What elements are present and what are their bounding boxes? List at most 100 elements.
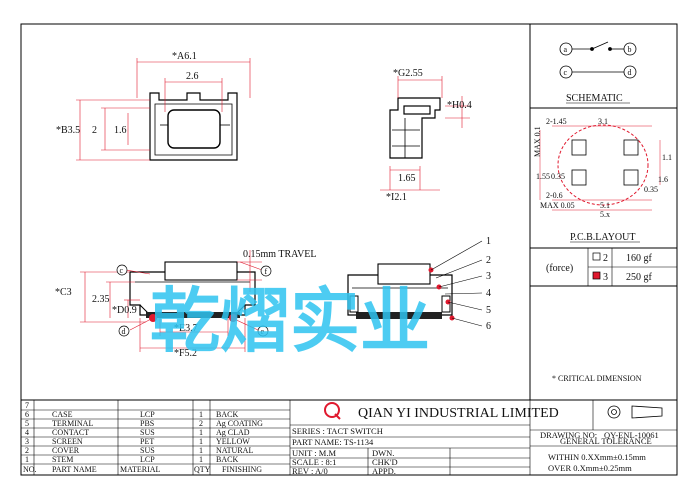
svg-text:1: 1 bbox=[199, 437, 203, 446]
company-name: QIAN YI INDUSTRIAL LIMITED bbox=[358, 406, 559, 421]
dim-16-label: 1.6 bbox=[114, 125, 127, 136]
node-c: c bbox=[564, 68, 568, 77]
svg-text:SUS: SUS bbox=[140, 428, 155, 437]
svg-text:PET: PET bbox=[140, 437, 154, 446]
appd-label: APPD. bbox=[372, 466, 396, 476]
pcb-d9: MAX 0.05 bbox=[540, 201, 575, 210]
force-value-250: 250 gf bbox=[626, 272, 653, 283]
pcb-layout-diagram bbox=[539, 124, 661, 211]
schematic-label: SCHEMATIC bbox=[566, 93, 623, 104]
callout-e: e bbox=[257, 325, 269, 337]
pcb-d5: 1.55 bbox=[536, 172, 550, 181]
tolerance-title: GENERAL TOLERANCE bbox=[560, 436, 652, 446]
dwn-label: DWN. bbox=[372, 448, 394, 458]
svg-text:SUS: SUS bbox=[140, 446, 155, 455]
svg-text:NO.: NO. bbox=[23, 465, 37, 474]
svg-text:1: 1 bbox=[199, 410, 203, 419]
svg-text:PART NAME: PART NAME bbox=[52, 465, 97, 474]
dim-d-label: *D0.9 bbox=[112, 305, 137, 316]
svg-text:7: 7 bbox=[25, 401, 29, 410]
series-label: SERIES : TACT SWITCH bbox=[292, 426, 383, 436]
svg-text:d: d bbox=[122, 327, 126, 336]
dim-235-label: 2.35 bbox=[92, 294, 110, 305]
callout-c: c bbox=[116, 264, 128, 276]
callout-d: d bbox=[118, 325, 130, 337]
svg-text:CONTACT: CONTACT bbox=[52, 428, 89, 437]
pcb-d10: 5.1 bbox=[600, 201, 610, 210]
svg-text:1: 1 bbox=[25, 455, 29, 464]
pcb-d6: 0.35 bbox=[551, 172, 565, 181]
force-table bbox=[587, 248, 677, 286]
force-value-160: 160 gf bbox=[626, 253, 653, 264]
drawing-no-value: QY-ENL-10061 bbox=[604, 430, 659, 440]
svg-text:CASE: CASE bbox=[52, 410, 73, 419]
svg-text:2: 2 bbox=[25, 446, 29, 455]
node-a: a bbox=[564, 45, 568, 54]
travel-label: 0.15mm TRAVEL bbox=[243, 249, 317, 260]
front-view bbox=[149, 92, 238, 161]
svg-text:QTY: QTY bbox=[194, 465, 211, 474]
unit-label: UNIT : M.M bbox=[292, 448, 336, 458]
svg-text:e: e bbox=[261, 327, 265, 336]
callout-1: 1 bbox=[486, 236, 491, 247]
critical-dimension-note: * CRITICAL DIMENSION bbox=[552, 374, 642, 383]
tolerance-within: WITHIN 0.XXmm±0.15mm bbox=[548, 452, 646, 462]
callout-f-top: f bbox=[260, 265, 272, 277]
dim-c-label: *C3 bbox=[55, 287, 72, 298]
company-logo bbox=[324, 402, 341, 420]
force-no-3: 3 bbox=[603, 272, 608, 283]
pcb-d3: MAX 0.1 bbox=[533, 126, 542, 157]
tolerance-over: OVER 0.Xmm±0.25mm bbox=[548, 463, 632, 473]
svg-text:Ag CLAD: Ag CLAD bbox=[216, 428, 250, 437]
dim-165-label: 1.65 bbox=[398, 173, 416, 184]
callout-2: 2 bbox=[486, 255, 491, 266]
dim-inner-label: 2.6 bbox=[186, 71, 199, 82]
pcb-d2: 3.1 bbox=[598, 117, 608, 126]
node-d: d bbox=[628, 68, 632, 77]
part-name-label: PART NAME: TS-1134 bbox=[292, 437, 374, 447]
svg-text:TERMINAL: TERMINAL bbox=[52, 419, 93, 428]
force-swatch-2 bbox=[592, 252, 601, 261]
title-block-grid bbox=[290, 400, 677, 475]
callout-3: 3 bbox=[486, 271, 491, 282]
svg-text:1: 1 bbox=[199, 428, 203, 437]
part-leaders bbox=[430, 240, 483, 327]
node-b: b bbox=[628, 45, 632, 54]
svg-text:BACK: BACK bbox=[216, 455, 238, 464]
dim-h-label: *H0.4 bbox=[447, 100, 472, 111]
svg-text:FINISHING: FINISHING bbox=[222, 465, 262, 474]
svg-text:LCP: LCP bbox=[140, 455, 155, 464]
border-frame bbox=[20, 23, 678, 476]
callout-5: 5 bbox=[486, 305, 491, 316]
force-swatch-3 bbox=[592, 271, 601, 280]
bom-rows: 7 6 CASE LCP 1 BACK 5 TERMINAL PBS 2 Ag … bbox=[23, 401, 263, 474]
drawing-no-label: DRAWING NO: bbox=[540, 430, 597, 440]
callout-6: 6 bbox=[486, 321, 491, 332]
schematic-diagram bbox=[559, 41, 637, 79]
projection-symbol bbox=[607, 405, 663, 419]
dim-b-label: *B3.5 bbox=[56, 125, 80, 136]
force-label: (force) bbox=[546, 263, 573, 274]
svg-text:MATERIAL: MATERIAL bbox=[120, 465, 161, 474]
svg-text:c: c bbox=[120, 266, 124, 275]
svg-text:BACK: BACK bbox=[216, 410, 238, 419]
side-view-dims bbox=[380, 76, 470, 191]
bom-table-grid bbox=[21, 400, 291, 475]
front-view-dims bbox=[76, 58, 251, 161]
pcb-d8: 2-0.6 bbox=[546, 191, 563, 200]
svg-text:NATURAL: NATURAL bbox=[216, 446, 253, 455]
svg-text:SCREEN: SCREEN bbox=[52, 437, 83, 446]
dim-2-label: 2 bbox=[92, 125, 97, 136]
svg-text:1: 1 bbox=[199, 455, 203, 464]
svg-text:STEM: STEM bbox=[52, 455, 73, 464]
pcb-d4: 1.1 bbox=[662, 153, 672, 162]
pcb-d11: 5.x bbox=[600, 210, 610, 219]
chkd-label: CHK'D bbox=[372, 457, 398, 467]
svg-text:2: 2 bbox=[199, 419, 203, 428]
section-view-left bbox=[129, 261, 256, 322]
pcb-d7: 1.6 bbox=[658, 175, 668, 184]
svg-text:COVER: COVER bbox=[52, 446, 80, 455]
side-view bbox=[389, 97, 441, 159]
svg-text:YELLOW: YELLOW bbox=[216, 437, 250, 446]
